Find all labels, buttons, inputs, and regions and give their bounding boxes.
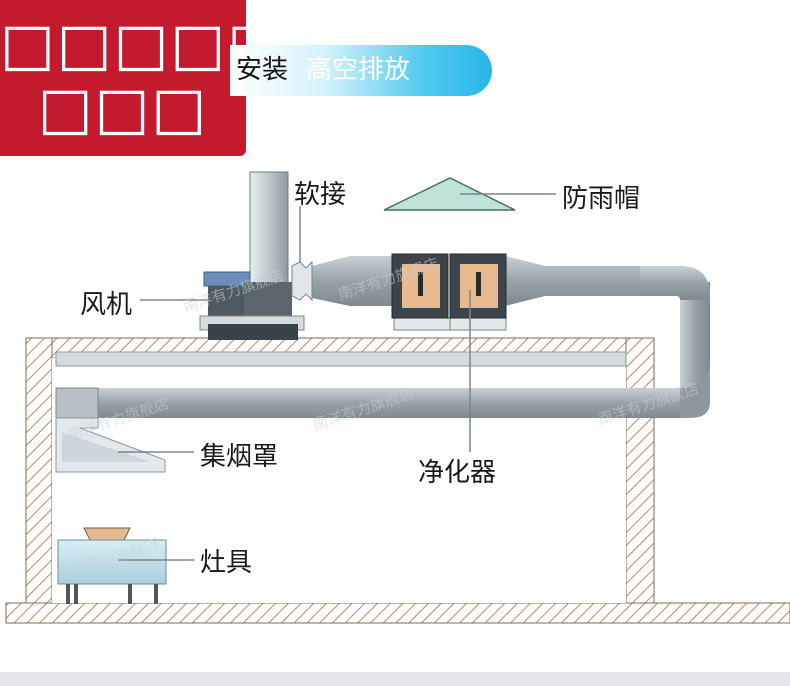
- stove-icon: [57, 527, 167, 604]
- hood-icon: [55, 417, 166, 473]
- ceiling-beam: [55, 351, 627, 367]
- label-stove: 灶具: [200, 548, 253, 578]
- banner-text-install: 安装: [236, 55, 289, 85]
- label-purifier: 净化器: [418, 458, 497, 488]
- label-rain-cap: 防雨帽: [562, 184, 641, 214]
- banner-text-discharge: 高空排放: [306, 55, 411, 85]
- install-banner: 安装高空排放: [230, 45, 492, 96]
- bottom-bar: [0, 672, 790, 686]
- duct-icon: [55, 256, 710, 419]
- label-hood: 集烟罩: [200, 442, 279, 472]
- label-fan: 风机: [80, 290, 133, 320]
- badge-line-2: □□□: [37, 74, 209, 142]
- label-soft-joint: 软接: [294, 180, 347, 210]
- fan-icon: [199, 171, 313, 340]
- leader-lines: [118, 193, 556, 561]
- purifier-unit-icon: [391, 253, 507, 331]
